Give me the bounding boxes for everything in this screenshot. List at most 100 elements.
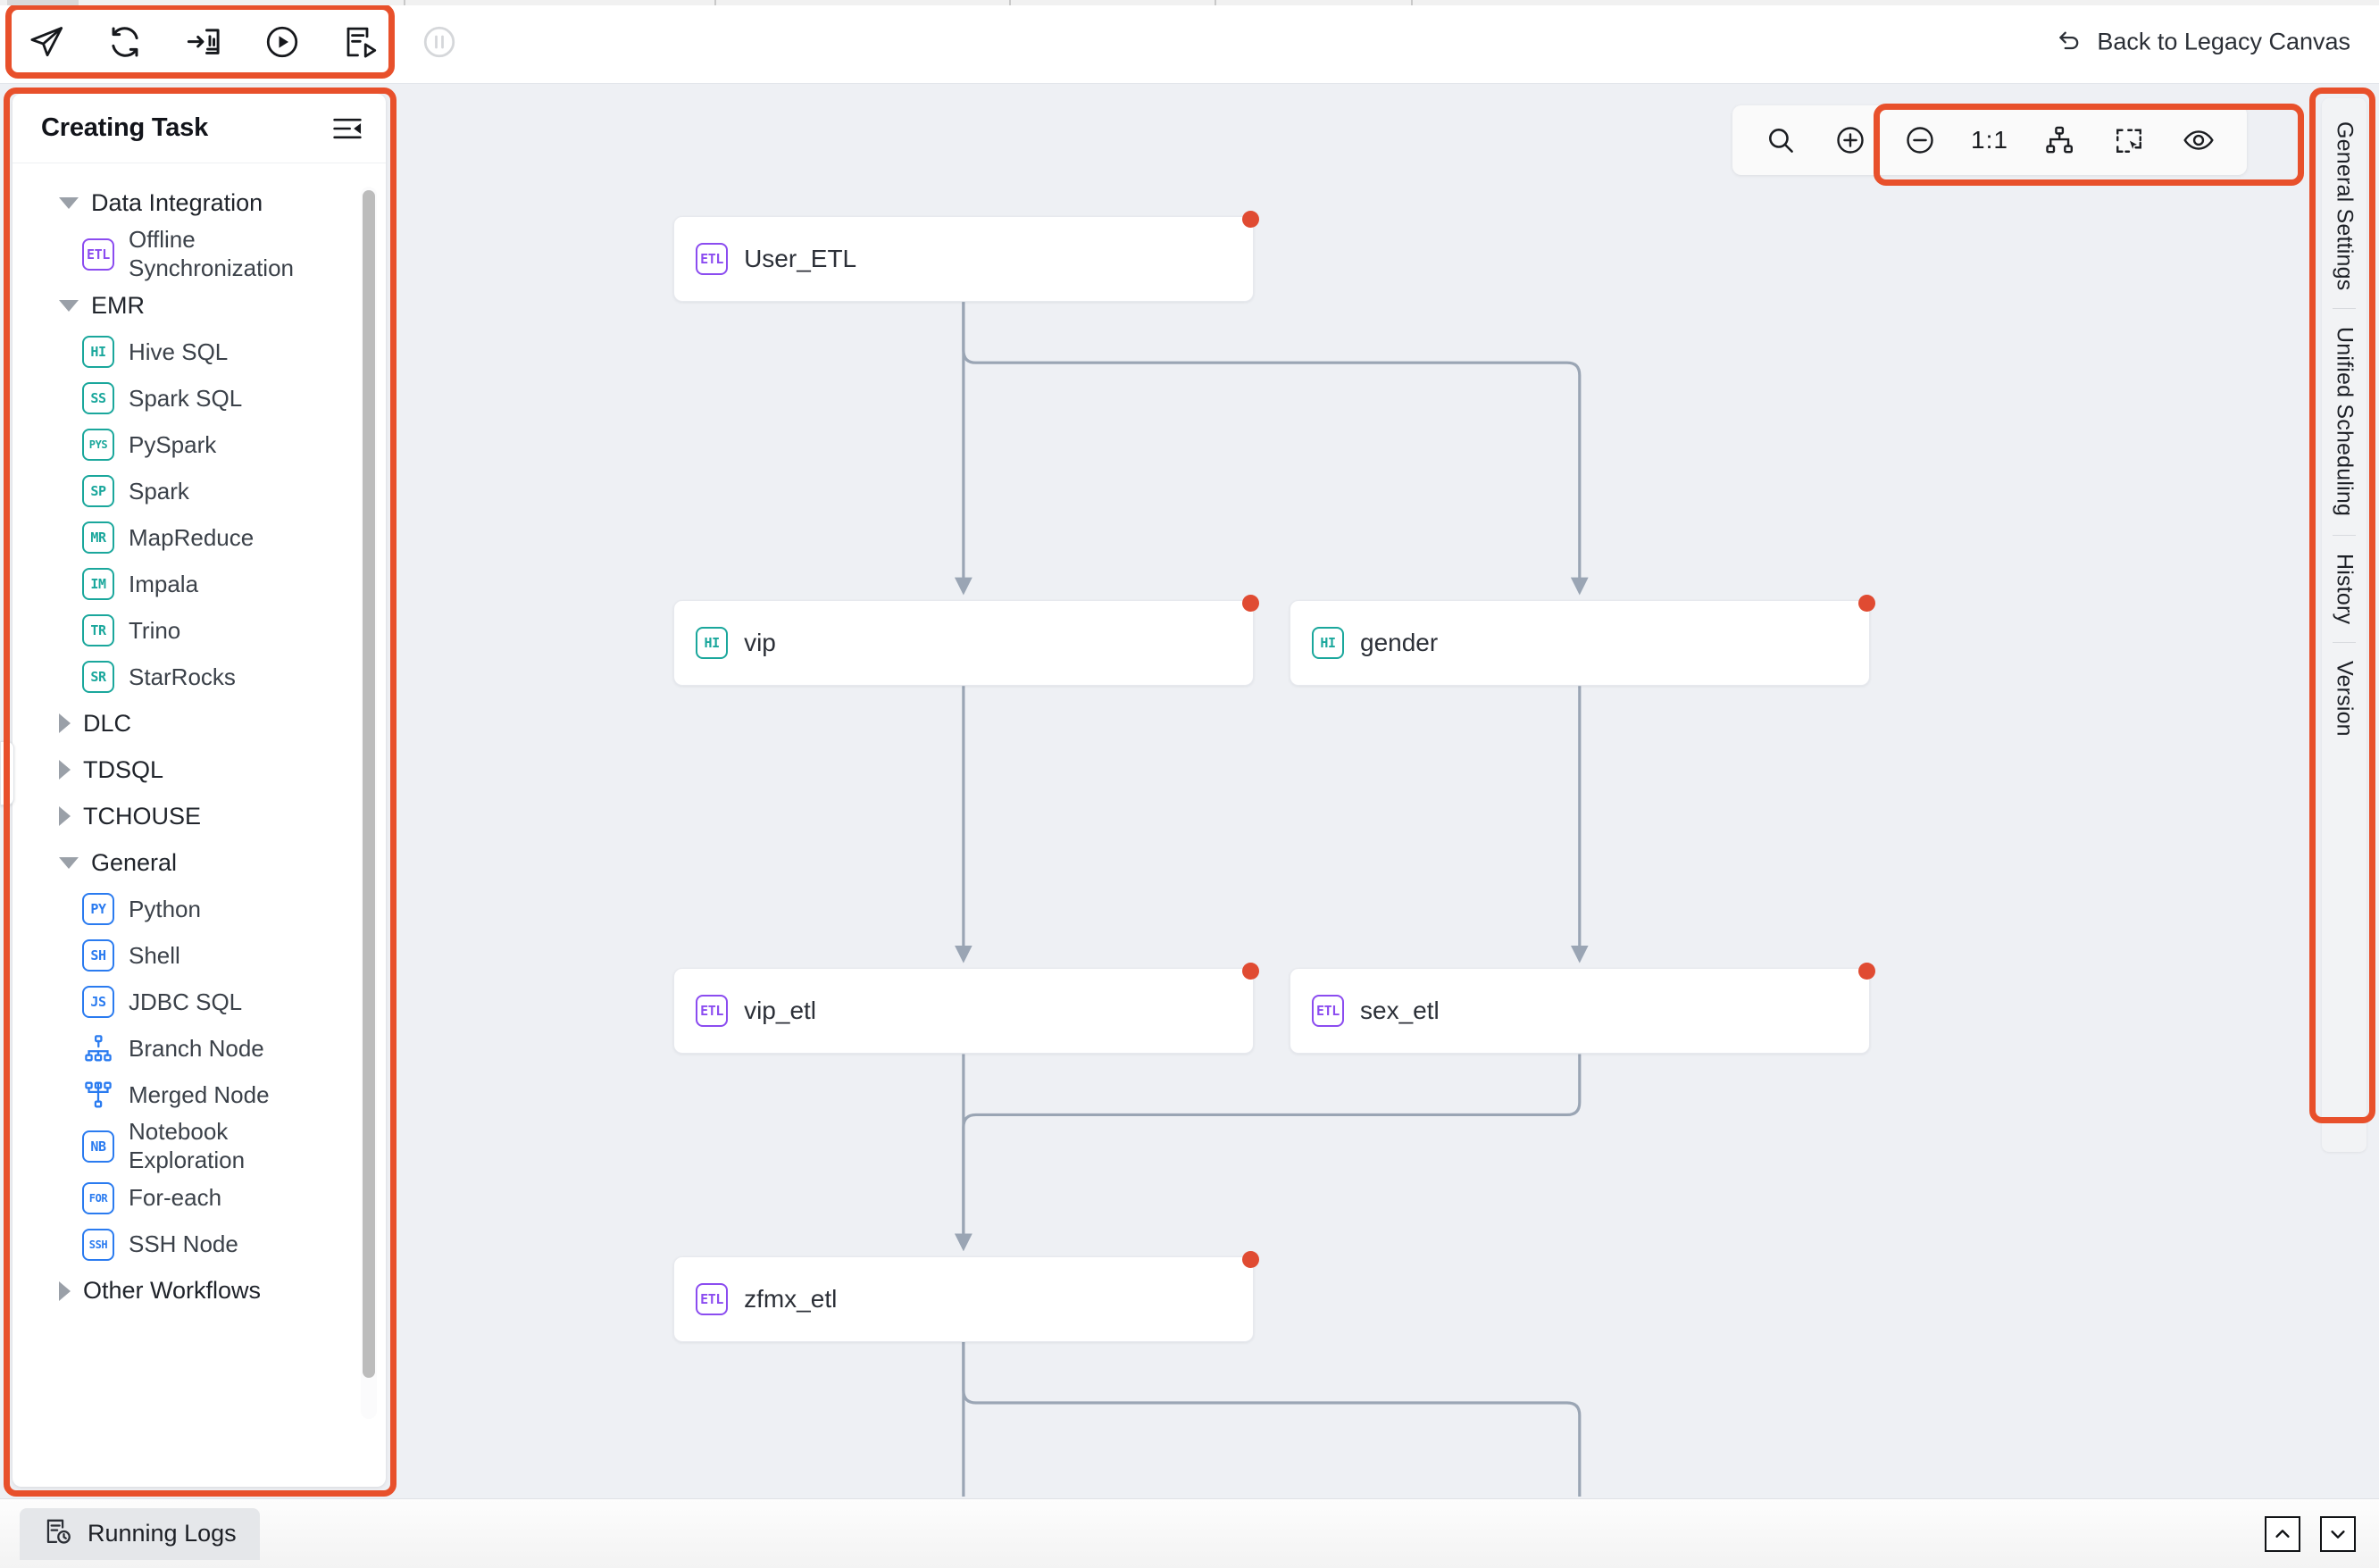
js-badge-icon: JS xyxy=(82,986,114,1019)
workflow-canvas[interactable]: 1:1 xyxy=(400,85,2327,1497)
zoom-out-icon[interactable] xyxy=(1899,119,1941,162)
graph-node-label: vip xyxy=(744,629,776,657)
zoom-in-icon[interactable] xyxy=(1829,119,1872,162)
tree-group-label: General xyxy=(91,848,178,876)
running-logs-tab[interactable]: Running Logs xyxy=(20,1507,260,1560)
for-badge-icon: FOR xyxy=(82,1181,114,1214)
status-badge xyxy=(1241,595,1259,613)
submit-icon[interactable] xyxy=(23,19,70,65)
sr-badge-icon: SR xyxy=(82,661,114,694)
run-icon[interactable] xyxy=(259,19,305,65)
tree-item-label: Hive SQL xyxy=(129,338,229,365)
tree-group-tchouse[interactable]: TCHOUSE xyxy=(13,793,355,839)
tree-item-label: SSH Node xyxy=(129,1230,238,1258)
tree-group-emr[interactable]: EMR xyxy=(13,282,355,329)
tree-item-merged-node[interactable]: Merged Node xyxy=(13,1072,355,1118)
tree-item-label: MapReduce xyxy=(129,523,255,551)
rail-separator xyxy=(2333,534,2356,536)
etl-badge-icon: ETL xyxy=(696,1283,729,1315)
tab-general-settings[interactable]: General Settings xyxy=(2332,121,2358,291)
pause-icon[interactable] xyxy=(416,19,463,65)
status-badge xyxy=(1241,211,1259,229)
tree-group-other-workflows[interactable]: Other Workflows xyxy=(13,1268,355,1314)
collapse-panel-icon[interactable] xyxy=(332,115,363,142)
tree-group-data-integration[interactable]: Data Integration xyxy=(13,179,355,226)
tree-item-label: Trino xyxy=(129,616,181,644)
tab-history[interactable]: History xyxy=(2332,553,2358,624)
chevron-up-icon[interactable] xyxy=(2265,1515,2300,1552)
graph-node-vip[interactable]: HI vip xyxy=(673,595,1259,687)
graph-edge-sex_etl-to-zfmx_etl xyxy=(954,1054,1582,1252)
tree-item-label: JDBC SQL xyxy=(129,988,243,1015)
py-badge-icon: PY xyxy=(82,893,114,926)
left-panel-collapse-handle[interactable] xyxy=(0,741,14,805)
tree-group-tdsql[interactable]: TDSQL xyxy=(13,746,355,793)
tree-item-jdbc-sql[interactable]: JS JDBC SQL xyxy=(13,979,355,1025)
preview-icon[interactable] xyxy=(2177,119,2220,162)
box-select-icon[interactable] xyxy=(2108,119,2150,162)
chevron-down-icon[interactable] xyxy=(2320,1515,2356,1552)
tree-group-dlc[interactable]: DLC xyxy=(13,700,355,746)
merged-node-icon xyxy=(82,1079,114,1111)
hi-badge-icon: HI xyxy=(696,627,729,660)
chevron-down-icon xyxy=(59,856,79,869)
status-badge xyxy=(1241,963,1259,980)
tree-item-label: Notebook Exploration xyxy=(129,1118,246,1174)
graph-node-vip_etl[interactable]: ETL vip_etl xyxy=(673,963,1259,1055)
run-log-icon[interactable] xyxy=(338,19,384,65)
tree-item-hive-sql[interactable]: HI Hive SQL xyxy=(13,329,355,375)
tree-item-label: Spark SQL xyxy=(129,384,243,412)
graph-node-label: gender xyxy=(1360,629,1439,657)
back-to-legacy-canvas-button[interactable]: Back to Legacy Canvas xyxy=(2043,16,2361,67)
graph-node-label: sex_etl xyxy=(1360,997,1440,1025)
back-to-legacy-canvas-label: Back to Legacy Canvas xyxy=(2097,28,2350,54)
import-icon[interactable] xyxy=(180,19,227,65)
rail-separator xyxy=(2333,308,2356,310)
hi-badge-icon: HI xyxy=(82,336,114,369)
chevron-down-icon xyxy=(59,299,79,312)
task-tree-scroll-thumb[interactable] xyxy=(363,190,375,1378)
sh-badge-icon: SH xyxy=(82,939,114,972)
status-badge xyxy=(1857,595,1875,613)
tree-group-label: Data Integration xyxy=(91,188,263,216)
tree-group-general[interactable]: General xyxy=(13,839,355,886)
tree-item-label: Spark xyxy=(129,477,189,505)
rail-separator xyxy=(2333,641,2356,643)
tree-item-label: Offline Synchronization xyxy=(129,226,294,281)
zoom-level-label: 1:1 xyxy=(1971,126,2008,154)
tree-item-starrocks[interactable]: SR StarRocks xyxy=(13,654,355,700)
tree-group-label: TDSQL xyxy=(83,755,164,783)
graph-edge-User_ETL-to-gender xyxy=(962,302,1589,596)
chevron-right-icon xyxy=(59,713,71,734)
zoom-reset-icon[interactable]: 1:1 xyxy=(1968,119,2011,162)
tree-item-label: Merged Node xyxy=(129,1080,270,1108)
tree-item-branch-node[interactable]: Branch Node xyxy=(13,1025,355,1072)
graph-node-label: vip_etl xyxy=(744,997,817,1025)
tree-item-label: StarRocks xyxy=(129,663,236,690)
auto-layout-icon[interactable] xyxy=(2038,119,2081,162)
etl-badge-icon: ETL xyxy=(696,995,729,1028)
search-icon[interactable] xyxy=(1759,119,1802,162)
refresh-icon[interactable] xyxy=(102,19,148,65)
task-tree-scrollbar[interactable] xyxy=(361,187,377,1419)
tab-version[interactable]: Version xyxy=(2332,660,2358,737)
tab-unified-scheduling[interactable]: Unified Scheduling xyxy=(2332,327,2358,517)
